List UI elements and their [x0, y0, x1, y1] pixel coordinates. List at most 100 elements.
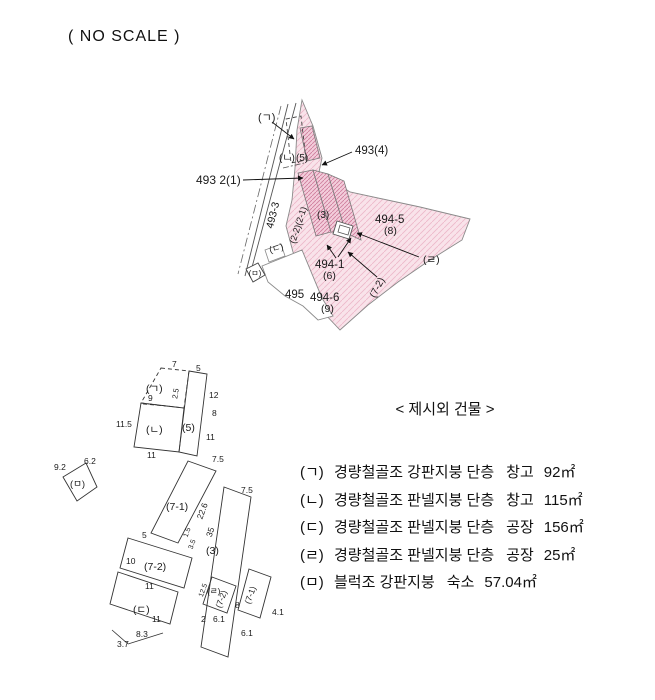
plan-label-m: (ㅁ)	[70, 479, 85, 490]
dashdot-segment	[282, 162, 305, 169]
plan-building-m	[62, 462, 98, 502]
dim-9: 9	[148, 393, 153, 403]
dim-4-1: 4.1	[272, 607, 284, 617]
plan-label-3: (3)	[206, 545, 219, 557]
dim-dashed-line	[142, 403, 177, 408]
legend-item-label: (ㅁ)	[300, 574, 324, 591]
dim-22-6: 22.6	[195, 501, 210, 520]
legend-title: < 제시외 건물 >	[395, 401, 495, 418]
legend-item-desc: 블럭조 강판지붕	[334, 574, 435, 591]
plan-label-7-2: (7-2)	[144, 561, 166, 573]
extra-buildings-legend: < 제시외 건물 > (ㄱ) 경량철골조 강판지붕 단층 창고 92㎡ (ㄴ) …	[300, 398, 645, 597]
dim-5b: 5	[142, 530, 147, 540]
plan-label-d: (ㄷ)	[133, 604, 150, 616]
label-u5: (5)	[296, 153, 308, 164]
legend-item: (ㄹ) 경량철골조 판넬지붕 단층 공장 25㎡	[300, 542, 645, 570]
dim-8: 8	[212, 408, 217, 418]
parcel-495-outline	[261, 249, 334, 321]
dim-9-2: 9.2	[54, 462, 66, 472]
plan-label-r: (ㄹ)	[207, 586, 221, 596]
dim-tick	[127, 632, 164, 645]
dim-12: 12	[209, 390, 219, 400]
legend-item-use: 창고	[506, 464, 534, 481]
dim-11-right: 11	[206, 432, 215, 442]
label-494-6-unit: (9)	[321, 303, 334, 315]
plan-building-7-1	[150, 460, 217, 544]
leader-arrow-7-2	[347, 251, 378, 278]
plan-building-3	[200, 486, 252, 658]
label-g: (ㄱ)	[258, 112, 275, 124]
legend-item-desc: 경량철골조 강판지붕 단층	[334, 464, 495, 481]
road-left-line	[244, 103, 289, 277]
road-right-line	[250, 102, 297, 272]
legend-item-label: (ㄴ)	[300, 491, 324, 509]
site-plan-svg: (ㄱ) (ㄴ) (5) 493(4) 493 2(1) 493-3 (2-2)(…	[196, 98, 471, 331]
dim-7: 7	[172, 359, 177, 369]
dim-5: 5	[196, 363, 201, 373]
label-494-6: 494-6	[310, 292, 339, 304]
plan-label-g: (ㄱ)	[146, 383, 163, 395]
dim-11-5: 11.5	[116, 419, 132, 429]
label-495: 495	[285, 289, 304, 301]
legend-item-area: 92㎡	[543, 464, 576, 481]
legend-item-desc: 경량철골조 판넬지붕 단층	[334, 491, 495, 509]
plan-building-d	[109, 571, 179, 625]
legend-item: (ㄱ) 경량철골조 강판지붕 단층 창고 92㎡	[300, 459, 645, 487]
legend-item-label: (ㄷ)	[300, 519, 324, 536]
dim-1-5: 1.5	[183, 527, 193, 539]
legend-item-desc: 경량철골조 판넬지붕 단층	[334, 519, 495, 536]
leader-arrow-g	[271, 121, 295, 140]
leader-arrow-494-1a	[337, 237, 352, 258]
dim-8-3: 8.3	[136, 629, 148, 639]
dim-6-2: 6.2	[84, 456, 96, 466]
dim-3-7: 3.7	[117, 639, 129, 649]
dim-2: 2	[201, 614, 206, 624]
scale-note: ( NO SCALE )	[68, 28, 181, 45]
floor-plan-svg: (ㄱ) (ㄴ) (5) (ㅁ) (7-1) (3) (7-2) (ㄷ) (ㄹ) …	[54, 359, 284, 658]
building-strip-3	[327, 173, 362, 241]
leader-arrow-494-1b	[326, 244, 337, 259]
plan-label-n: (ㄴ)	[146, 424, 163, 436]
boundary-dashdot-line	[237, 105, 282, 275]
plan-label-5: (5)	[182, 422, 195, 434]
legend-item-area: 57.04㎡	[484, 574, 537, 591]
dim-11d: 11	[152, 614, 161, 624]
legend-item-use: 숙소	[446, 574, 475, 591]
building-m-diamond	[245, 262, 266, 283]
legend-item-use: 창고	[506, 491, 534, 509]
dim-6-1b: 6.1	[241, 628, 253, 638]
dim-6-1a: 6.1	[213, 614, 225, 624]
legend-item-use: 공장	[506, 546, 534, 564]
legend-item: (ㄷ) 경량철골조 판넬지붕 단층 공장 156㎡	[300, 514, 645, 542]
legend-item-label: (ㄹ)	[300, 546, 324, 564]
label-u3: (3)	[317, 210, 329, 221]
label-493-3: 493-3	[264, 201, 282, 230]
dim-7-5a: 7.5	[212, 454, 224, 464]
legend-item-area: 25㎡	[543, 546, 576, 564]
plan-label-7-1: (7-1)	[166, 501, 188, 513]
label-493-4: 493(4)	[355, 145, 388, 157]
dim-11-bottom: 11	[147, 450, 156, 460]
plan-label-r7-1: (7-1)	[242, 585, 258, 605]
dim-7-5b: 7.5	[241, 485, 253, 495]
small-white-parcel	[264, 243, 286, 263]
leader-arrow-r	[356, 232, 420, 258]
label-494-5: 494-5	[375, 214, 404, 226]
label-d: (ㄷ)	[268, 241, 284, 254]
label-m: (ㅁ)	[249, 269, 262, 278]
plan-building-n	[133, 402, 185, 453]
legend-item-use: 공장	[506, 519, 534, 536]
dim-12-5: 12.5	[198, 583, 209, 598]
legend-item: (ㄴ) 경량철골조 판넬지붕 단층 창고 115㎡	[300, 487, 645, 515]
dim-8b: 8	[235, 600, 240, 610]
building-r-inner	[337, 224, 351, 236]
legend-item: (ㅁ) 블럭조 강판지붕 숙소 57.04㎡	[300, 569, 645, 597]
label-494-1-unit: (6)	[323, 270, 336, 282]
label-n: (ㄴ)	[279, 153, 295, 164]
dim-3-5: 3.5	[188, 539, 198, 551]
leader-arrow-493-2	[242, 175, 304, 181]
dim-tick	[111, 629, 129, 645]
dim-2-5: 2.5	[170, 388, 181, 400]
legend-item-area: 156㎡	[543, 519, 584, 536]
